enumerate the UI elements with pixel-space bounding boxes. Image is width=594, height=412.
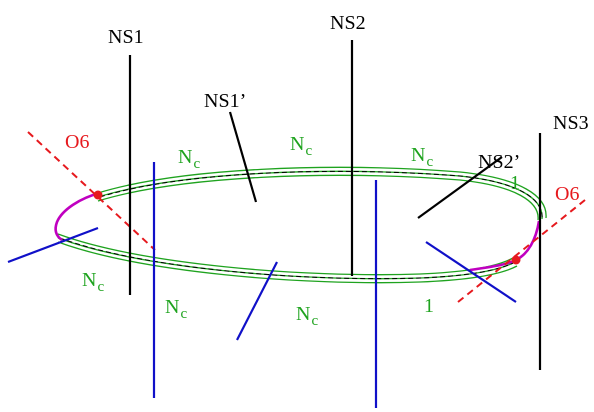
- nc-subscript: c: [305, 143, 312, 159]
- o6-point-right: [511, 255, 521, 265]
- label-ns1: NS1: [108, 26, 144, 48]
- label-nc-upper-right: Nc: [411, 144, 433, 170]
- nc-main-text: N: [178, 146, 192, 168]
- ns-branes: [128, 40, 542, 370]
- nc-main-text: N: [411, 144, 425, 166]
- label-nc-upper-center: Nc: [290, 133, 312, 159]
- label-one-lower: 1: [424, 295, 434, 317]
- dashed-track-upper: [99, 170, 543, 220]
- orientifold-segments: [54, 191, 541, 272]
- label-ns3: NS3: [553, 112, 589, 134]
- dashed-track-lower: [59, 237, 516, 280]
- label-o6-right: O6: [555, 183, 579, 205]
- nc-ring-upper-strand-1: [97, 166, 547, 219]
- nc-ring-upper-strand-3: [97, 174, 539, 221]
- d-brane-right-slanted: [425, 241, 517, 303]
- label-ns1-prime: NS1’: [204, 90, 246, 112]
- d-brane-front-slanted: [236, 261, 278, 341]
- d-brane-left-slanted: [7, 226, 99, 264]
- nc-main-text: N: [165, 296, 179, 318]
- o6-plane-right: [457, 199, 586, 303]
- ns2-prime-brane: [417, 156, 503, 219]
- label-nc-lower-left: Nc: [82, 269, 104, 295]
- nc-subscript: c: [426, 154, 433, 170]
- o6-plane-left: [27, 131, 156, 251]
- nc-subscript: c: [97, 279, 104, 295]
- label-nc-lower-center: Nc: [296, 303, 318, 329]
- label-ns2: NS2: [330, 12, 366, 34]
- o6-planes: [27, 131, 586, 303]
- ring-dashed-track: [59, 170, 543, 280]
- o6-fixed-points: [93, 190, 521, 265]
- nc-main-text: N: [82, 269, 96, 291]
- nc-ring-lower-strand-3: [57, 241, 518, 284]
- label-ns2-prime: NS2’: [478, 151, 520, 173]
- nc-brane-ring: [57, 166, 547, 284]
- nc-main-text: N: [290, 133, 304, 155]
- o6-point-left: [93, 190, 103, 200]
- label-nc-upper-left: Nc: [178, 146, 200, 172]
- label-nc-lower-mid: Nc: [165, 296, 187, 322]
- nc-main-text: N: [296, 303, 310, 325]
- nc-subscript: c: [311, 313, 318, 329]
- magenta-segment-left: [54, 191, 101, 242]
- d-branes: [7, 162, 517, 408]
- ns1-prime-brane: [228, 111, 258, 203]
- label-o6-left: O6: [65, 131, 89, 153]
- label-one-upper: 1: [510, 172, 520, 194]
- nc-subscript: c: [193, 156, 200, 172]
- nc-subscript: c: [180, 306, 187, 322]
